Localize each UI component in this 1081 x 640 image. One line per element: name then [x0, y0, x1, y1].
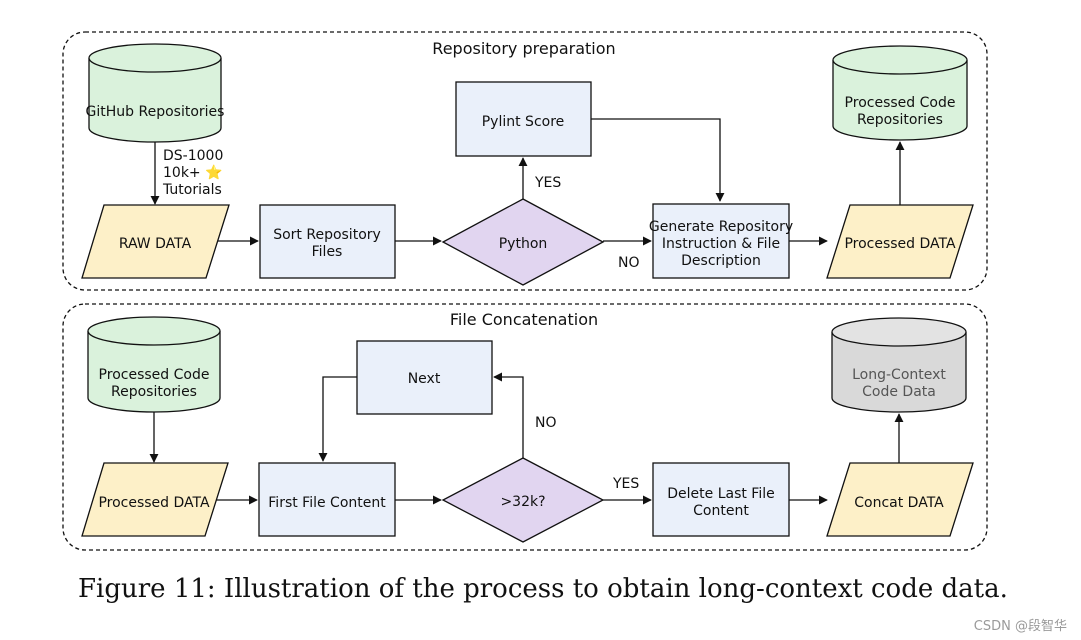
next-box: Next [356, 340, 493, 415]
yes-label-python: YES [534, 175, 561, 191]
delete-last-file-box: Delete Last File Content [652, 462, 790, 537]
sort-repository-files-box: Sort Repository Files [259, 204, 396, 279]
processed-data-parallelogram: Processed DATA [826, 204, 974, 279]
long-context-label-line1: Long-Context [852, 367, 946, 383]
repository-preparation-group [62, 31, 988, 291]
flowchart: Repository preparation GitHub Repositori… [62, 31, 988, 551]
first-file-content-box: First File Content [258, 462, 396, 537]
raw-data-label: RAW DATA [119, 236, 192, 252]
concat-processed-data-label: Processed DATA [98, 495, 210, 511]
github-repositories-label: GitHub Repositories [86, 104, 225, 120]
generate-label-line1: Generate Repository [649, 219, 793, 235]
raw-data-parallelogram: RAW DATA [81, 204, 230, 279]
yes-label-check: YES [612, 476, 639, 492]
delete-label-line2: Content [693, 503, 749, 519]
python-decision: Python [441, 198, 605, 286]
source-tutorials-label: Tutorials [162, 182, 222, 198]
arrow-pylint-to-generate [591, 118, 725, 202]
concat-data-parallelogram: Concat DATA [826, 462, 974, 537]
sort-files-label-line1: Sort Repository [273, 227, 381, 243]
concat-repos-label-line1: Processed Code [99, 367, 210, 383]
processed-repos-label-line1: Processed Code [845, 95, 956, 111]
python-label: Python [499, 236, 548, 252]
long-context-label-line2: Code Data [862, 384, 936, 400]
repository-preparation-title: Repository preparation [432, 39, 615, 58]
size-check-label: >32k? [500, 494, 545, 510]
processed-data-label: Processed DATA [844, 236, 956, 252]
arrow-next-to-first [318, 376, 357, 462]
file-concatenation-group [62, 303, 988, 551]
processed-repos-cylinder-bottom: Processed Code Repositories [87, 316, 221, 413]
file-concatenation-title: File Concatenation [450, 310, 598, 329]
generate-label-line3: Description [681, 253, 761, 269]
pylint-score-box: Pylint Score [455, 81, 592, 157]
processed-repos-cylinder-top: Processed Code Repositories [832, 45, 968, 141]
first-file-content-label: First File Content [268, 495, 386, 511]
github-repositories-cylinder: GitHub Repositories [86, 43, 225, 143]
source-10k-stars-label: 10k+ ⭐ [163, 164, 223, 181]
size-check-decision: >32k? [441, 457, 605, 543]
concat-repos-label-line2: Repositories [111, 384, 197, 400]
long-context-cylinder: Long-Context Code Data [831, 317, 967, 413]
no-label-check: NO [535, 415, 557, 431]
source-ds1000-label: DS-1000 [163, 148, 223, 164]
concat-processed-data-parallelogram: Processed DATA [81, 462, 229, 537]
delete-label-line1: Delete Last File [667, 486, 775, 502]
generate-description-box: Generate Repository Instruction & File D… [649, 203, 793, 279]
processed-repos-label-line2: Repositories [857, 112, 943, 128]
no-label-python: NO [618, 255, 640, 271]
arrow-check-to-next [493, 372, 524, 458]
figure-caption: Figure 11: Illustration of the process t… [78, 574, 1008, 604]
csdn-watermark: CSDN @段智华 [973, 619, 1067, 634]
pylint-score-label: Pylint Score [482, 114, 565, 130]
concat-data-label: Concat DATA [854, 495, 944, 511]
generate-label-line2: Instruction & File [662, 236, 780, 252]
next-label: Next [408, 371, 441, 387]
sort-files-label-line2: Files [312, 244, 343, 260]
